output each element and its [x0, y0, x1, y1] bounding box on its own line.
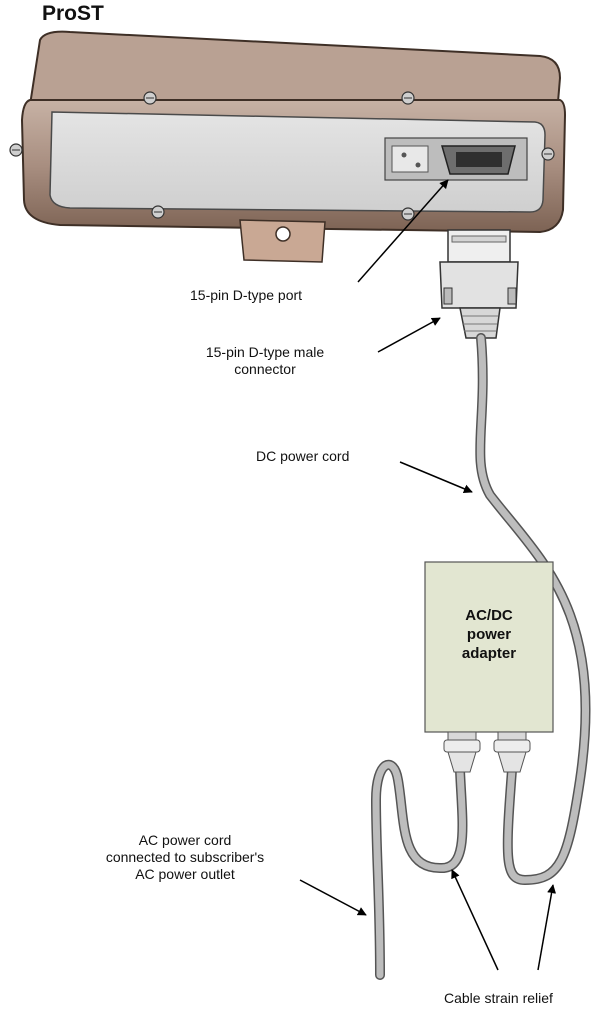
- arrow-ac-cord: [300, 880, 366, 915]
- d-type-port-pins: [456, 152, 502, 167]
- status-led-icon: [402, 153, 407, 158]
- status-plate: [392, 146, 428, 172]
- prost-enclosure: [10, 32, 565, 262]
- callout-line: 15-pin D-type male: [170, 344, 360, 361]
- enclosure-screw: [542, 148, 554, 160]
- callout-dc-cord: DC power cord: [256, 448, 349, 465]
- ac-power-cord: [376, 765, 462, 975]
- enclosure-screw: [402, 208, 414, 220]
- arrow-dc-cord: [400, 462, 472, 492]
- ac-dc-power-adapter: [425, 562, 553, 772]
- connector-head-rib: [452, 236, 506, 242]
- enclosure-screw: [152, 206, 164, 218]
- adapter-label-line: power: [425, 625, 553, 644]
- cable-gland: [494, 732, 530, 772]
- callout-port: 15-pin D-type port: [190, 287, 302, 304]
- callout-strain-relief: Cable strain relief: [444, 990, 553, 1007]
- d-type-male-connector: [440, 230, 518, 338]
- bracket-hole: [276, 227, 290, 241]
- connector-head: [448, 230, 510, 262]
- enclosure-screw: [10, 144, 22, 156]
- adapter-label: AC/DC power adapter: [425, 606, 553, 663]
- callout-ac-cord: AC power cord connected to subscriber's …: [60, 832, 310, 883]
- connector-thumbscrew: [444, 288, 452, 304]
- arrow-strain-right: [538, 885, 553, 970]
- cable-gland: [444, 732, 480, 772]
- device-title: ProST: [42, 2, 104, 26]
- enclosure-screw: [402, 92, 414, 104]
- callout-line: connector: [170, 361, 360, 378]
- connector-thumbscrew: [508, 288, 516, 304]
- adapter-label-line: AC/DC: [425, 606, 553, 625]
- enclosure-screw: [144, 92, 156, 104]
- enclosure-top-shell: [30, 32, 560, 105]
- arrow-strain-left: [452, 870, 498, 970]
- status-led-icon: [416, 163, 421, 168]
- callout-line: AC power cord: [60, 832, 310, 849]
- arrow-male-connector: [378, 318, 440, 352]
- adapter-label-line: adapter: [425, 644, 553, 663]
- callout-line: AC power outlet: [60, 866, 310, 883]
- callout-male-connector: 15-pin D-type male connector: [170, 344, 360, 378]
- callout-line: connected to subscriber's: [60, 849, 310, 866]
